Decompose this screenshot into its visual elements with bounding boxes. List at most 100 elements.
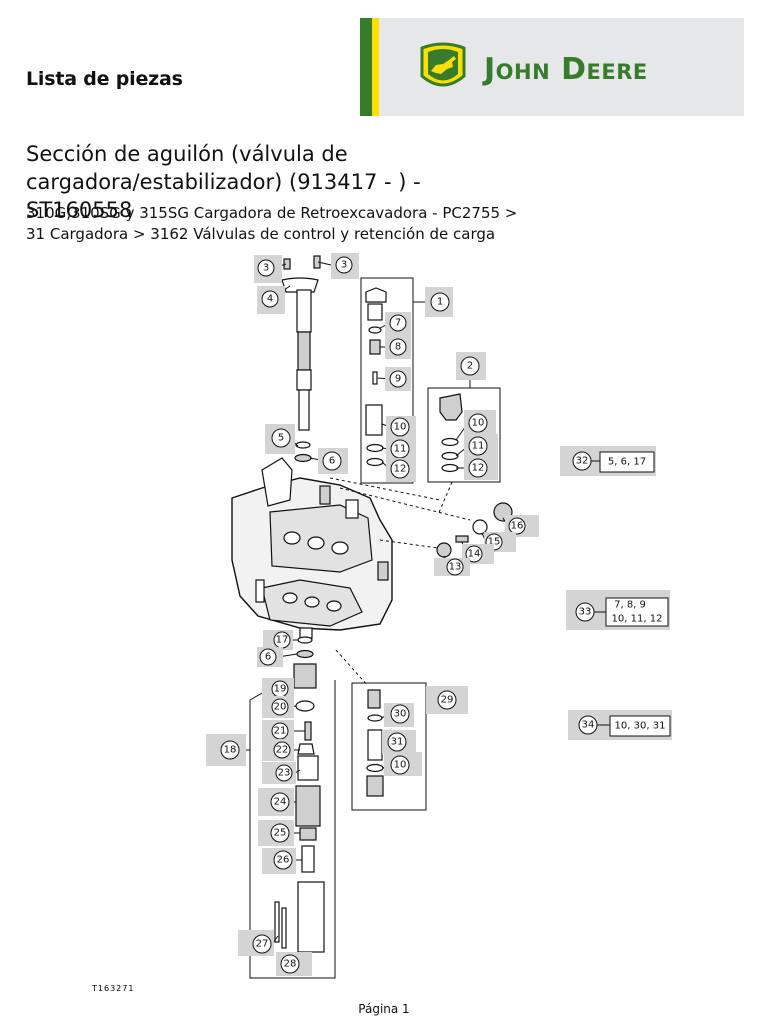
callout: 10 bbox=[464, 410, 496, 436]
callout-label: 1 bbox=[437, 297, 443, 308]
callout: 1 bbox=[425, 287, 453, 317]
seal-ring bbox=[296, 649, 314, 659]
spring bbox=[304, 721, 312, 741]
brand-banner: John Deere bbox=[360, 18, 744, 116]
spring-seat bbox=[297, 755, 319, 781]
callout-label: 3 bbox=[341, 260, 347, 271]
spool-shaft-threaded bbox=[297, 331, 311, 371]
spring-retainer bbox=[299, 827, 317, 841]
exploded-parts-diagram: .cb { fill: #d4d4d4; } .cc { fill: #fff;… bbox=[91, 253, 672, 993]
check-valve-body bbox=[367, 729, 383, 761]
spool-shaft-lower bbox=[298, 389, 310, 431]
callout: 28 bbox=[276, 952, 312, 976]
bolt bbox=[283, 258, 291, 270]
screw bbox=[281, 907, 287, 949]
figure-id: T163271 bbox=[91, 984, 134, 993]
brand-name: John Deere bbox=[484, 52, 648, 87]
kit-number: 32 bbox=[576, 456, 589, 467]
callout: 16 bbox=[505, 515, 539, 537]
group-box-29 bbox=[351, 682, 427, 811]
callout-label: 16 bbox=[511, 521, 524, 532]
callout: 22 bbox=[262, 739, 294, 761]
o-ring bbox=[441, 437, 459, 447]
callout-label: 11 bbox=[472, 441, 485, 452]
callout-label: 12 bbox=[394, 464, 407, 475]
kit-number: 33 bbox=[579, 607, 592, 618]
callout-label: 22 bbox=[276, 745, 289, 756]
bolt bbox=[301, 845, 315, 873]
callout-label: 17 bbox=[276, 635, 289, 646]
kit-parts: 10, 30, 31 bbox=[615, 721, 666, 732]
plug bbox=[366, 775, 384, 797]
poppet bbox=[297, 743, 315, 755]
cartridge-valve bbox=[439, 393, 463, 421]
callout-label: 5 bbox=[278, 433, 284, 444]
callout-label: 10 bbox=[472, 418, 485, 429]
callout-label: 3 bbox=[263, 263, 269, 274]
callout: 25 bbox=[258, 820, 294, 846]
valve-body bbox=[231, 457, 393, 639]
callout-label: 15 bbox=[488, 537, 501, 548]
seal-ring bbox=[294, 453, 312, 463]
spring bbox=[369, 339, 381, 355]
plug bbox=[436, 542, 452, 558]
callout-label: 2 bbox=[467, 361, 473, 372]
end-cap bbox=[297, 881, 325, 953]
cap bbox=[293, 663, 317, 689]
callout-label: 20 bbox=[274, 702, 287, 713]
callout-label: 9 bbox=[395, 374, 401, 385]
callout-label: 21 bbox=[274, 726, 287, 737]
kit-parts: 10, 11, 12 bbox=[612, 614, 663, 625]
breadcrumb-line[interactable]: 31 Cargadora > 3162 Válvulas de control … bbox=[26, 225, 496, 243]
callout: 12 bbox=[386, 458, 416, 482]
o-ring bbox=[368, 326, 382, 334]
callout: 10 bbox=[386, 416, 416, 440]
callout: 6 bbox=[257, 647, 283, 667]
group-box-18 bbox=[249, 679, 336, 979]
callout: 9 bbox=[385, 367, 411, 391]
callout-label: 23 bbox=[278, 768, 291, 779]
gasket-plate bbox=[281, 277, 319, 293]
centering-spring bbox=[295, 785, 321, 827]
breadcrumb: 310G,310SG y 315SG Cargadora de Retroexc… bbox=[26, 203, 546, 245]
callout: 20 bbox=[262, 696, 294, 718]
pin bbox=[372, 371, 378, 385]
check-valve bbox=[367, 689, 381, 709]
callout: 10 bbox=[384, 752, 422, 776]
callout-label: 14 bbox=[468, 549, 481, 560]
page-title: Lista de piezas bbox=[26, 68, 183, 90]
brand-stripe-yellow bbox=[372, 18, 379, 116]
callout-label: 31 bbox=[391, 737, 404, 748]
o-ring bbox=[366, 763, 384, 773]
kit-reference-32: 32 5, 6, 17 bbox=[560, 446, 656, 476]
callout: 7 bbox=[385, 312, 411, 336]
callout: 3 bbox=[331, 253, 359, 279]
callout: 19 bbox=[262, 678, 294, 700]
document-title: Sección de aguilón (válvula de cargadora… bbox=[26, 140, 526, 224]
callout: 17 bbox=[263, 630, 293, 650]
callout-label: 29 bbox=[441, 695, 454, 706]
callout: 27 bbox=[238, 930, 274, 956]
spool-shaft bbox=[296, 369, 312, 391]
seal-ring bbox=[295, 441, 311, 449]
callout-label: 8 bbox=[395, 342, 401, 353]
spool-shaft bbox=[296, 289, 312, 333]
washer bbox=[295, 700, 315, 712]
group-box-2 bbox=[427, 387, 501, 483]
o-ring bbox=[366, 443, 384, 453]
callout-label: 6 bbox=[329, 456, 335, 467]
callout: 26 bbox=[262, 848, 296, 874]
callout-label: 10 bbox=[394, 422, 407, 433]
callout-label: 25 bbox=[274, 828, 287, 839]
o-ring bbox=[366, 457, 384, 467]
callout: 23 bbox=[262, 762, 296, 784]
callout-label: 13 bbox=[449, 562, 462, 573]
spring bbox=[455, 535, 469, 543]
callout: 4 bbox=[257, 286, 285, 314]
callout: 18 bbox=[206, 734, 246, 766]
callout-label: 30 bbox=[394, 709, 407, 720]
breadcrumb-line[interactable]: 310G,310SG y 315SG Cargadora de Retroexc… bbox=[26, 204, 518, 222]
o-ring bbox=[367, 714, 383, 722]
callout: 31 bbox=[382, 730, 416, 754]
callout: 12 bbox=[464, 456, 498, 480]
